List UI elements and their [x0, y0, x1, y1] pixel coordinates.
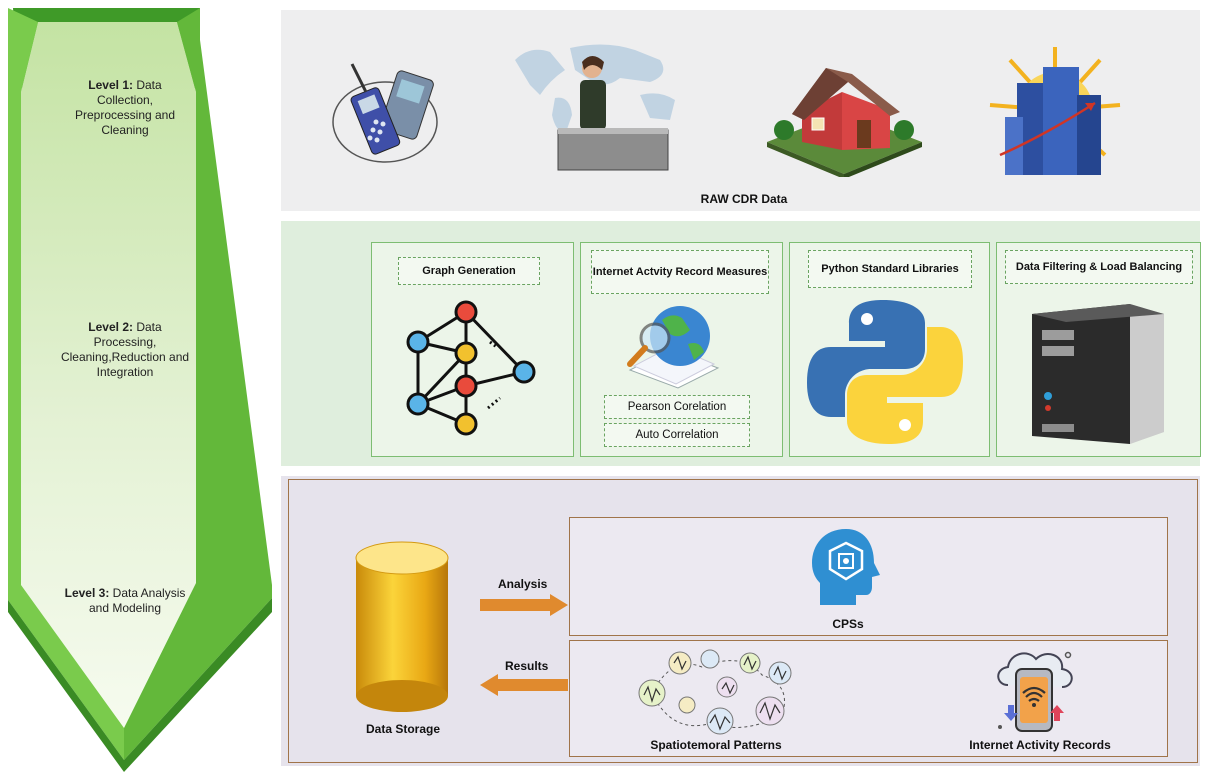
mobile-phones-icon [332, 63, 438, 163]
level-2-text: Level 2: Data Processing, Cleaning,Reduc… [60, 320, 190, 380]
level-1-prefix: Level 1: [88, 78, 133, 92]
spatiotemporal-patterns-icon [638, 649, 792, 735]
pearson-correlation-label: Pearson Corelation [604, 395, 750, 419]
auto-correlation-label: Auto Correlation [604, 423, 750, 447]
analysis-arrow-label: Analysis [498, 577, 548, 591]
analysis-arrow [480, 594, 568, 616]
data-storage-label: Data Storage [365, 722, 441, 736]
spatiotemporal-patterns-label: Spatiotemoral Patterns [650, 738, 782, 752]
internet-activity-records-label: Internet Activity Records [969, 738, 1111, 752]
server-tower-icon [1032, 304, 1164, 444]
house-icon [767, 68, 922, 177]
internet-activity-title: Internet Actvity Record Measures [591, 250, 769, 294]
level-3-text: Level 3: Data Analysis and Modeling [60, 586, 190, 616]
raw-cdr-label: RAW CDR Data [700, 192, 788, 206]
results-arrow [480, 674, 568, 696]
level-3-prefix: Level 3: [64, 586, 110, 600]
phone-wifi-cloud-icon [997, 651, 1073, 732]
level-3-desc: Data Analysis and Modeling [88, 586, 186, 615]
level-2-desc: Data Processing, Cleaning,Reduction and … [60, 320, 190, 379]
level-1-desc: Data Collection, Preprocessing and Clean… [74, 78, 176, 137]
cps-label: CPSs [832, 617, 864, 631]
graph-generation-title: Graph Generation [398, 257, 540, 285]
python-libraries-title: Python Standard Libraries [808, 250, 972, 288]
level-1-text: Level 1: Data Collection, Preprocessing … [60, 78, 190, 138]
cps-brain-icon [812, 529, 880, 605]
call-center-icon [515, 44, 675, 171]
patterns-box [569, 640, 1168, 757]
results-arrow-label: Results [505, 659, 549, 673]
globe-magnifier-icon [627, 306, 720, 389]
analysis-outer-frame [288, 479, 1198, 763]
levels-chevron [8, 8, 272, 772]
database-icon [355, 541, 449, 712]
graph-network-icon [406, 300, 536, 436]
level-2-prefix: Level 2: [88, 320, 133, 334]
data-filtering-title: Data Filtering & Load Balancing [1005, 250, 1193, 284]
python-logo-icon [807, 300, 963, 444]
city-buildings-icon [989, 47, 1121, 175]
